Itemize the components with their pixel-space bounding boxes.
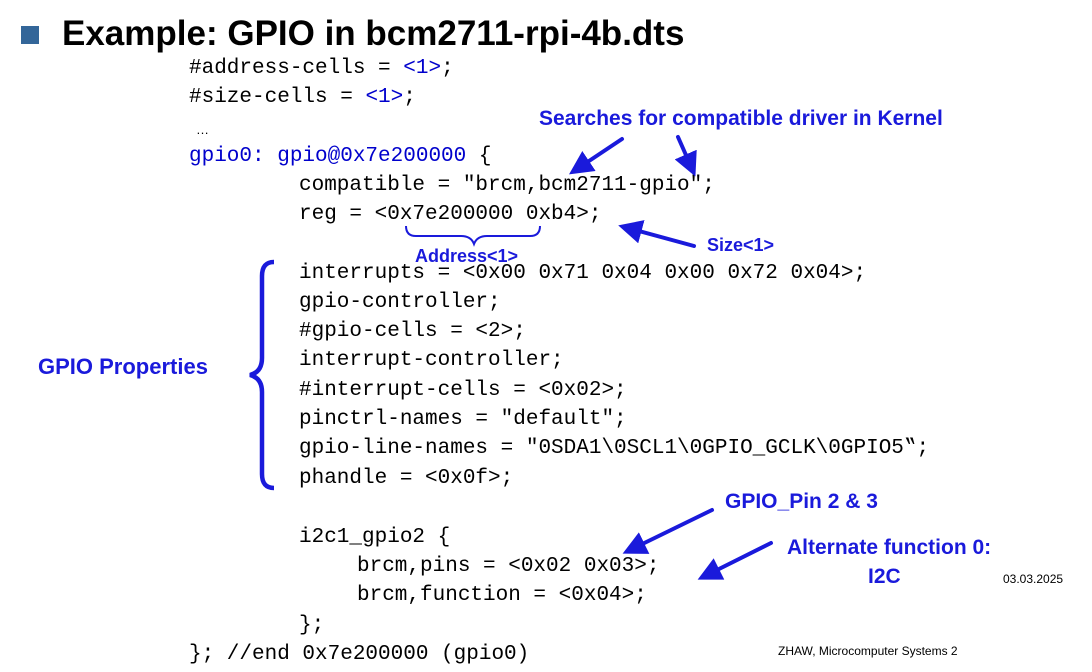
code-line-pinctrl-names: pinctrl-names = "default"; [299, 408, 627, 431]
gpio-node-name: gpio0: gpio@0x7e200000 [189, 145, 467, 168]
code-value: <1> [365, 86, 404, 109]
address-brace [405, 225, 541, 247]
code-line-gpio-cells: #gpio-cells = <2>; [299, 320, 526, 343]
code-semicolon: ; [441, 57, 454, 80]
arrow-compatible-left [569, 137, 624, 175]
annotation-gpio-pin: GPIO_Pin 2 & 3 [725, 490, 878, 513]
code-semicolon: ; [403, 86, 416, 109]
arrow-alt-function [697, 541, 773, 580]
code-line-size-cells: #size-cells = <1>; [189, 86, 416, 110]
code-line-reg: reg = <0x7e200000 0xb4>; [299, 203, 602, 226]
footer-course: ZHAW, Microcomputer Systems 2 [778, 644, 958, 658]
title-bullet [21, 26, 39, 44]
gpio-properties-brace [249, 259, 275, 491]
code-line-interrupts: interrupts = <0x00 0x71 0x04 0x00 0x72 0… [299, 262, 867, 285]
arrow-gpio-pin [622, 508, 714, 554]
annotation-size: Size<1> [707, 235, 775, 255]
arrow-compatible-right [674, 135, 697, 177]
code-line-interrupt-cells: #interrupt-cells = <0x02>; [299, 379, 627, 402]
code-line-brcm-pins: brcm,pins = <0x02 0x03>; [357, 555, 660, 578]
code-value: <1> [403, 57, 442, 80]
annotation-gpio-properties: GPIO Properties [38, 354, 208, 379]
code-line-address-cells: #address-cells = <1>; [189, 57, 454, 81]
code-text: #size-cells = [189, 86, 366, 109]
annotation-searches: Searches for compatible driver in Kernel [539, 107, 943, 130]
code-line-phandle: phandle = <0x0f>; [299, 467, 514, 490]
annotation-alt-function: Alternate function 0: [787, 536, 992, 559]
code-ellipsis: … [196, 122, 209, 137]
slide-title: Example: GPIO in bcm2711-rpi-4b.dts [62, 14, 685, 53]
code-line-i2c1: i2c1_gpio2 { [299, 526, 451, 549]
code-text: #address-cells = [189, 57, 404, 80]
annotation-alt-function-i2c: I2C [868, 565, 901, 588]
code-line-gpio-node: gpio0: gpio@0x7e200000 { [189, 145, 491, 169]
footer-date: 03.03.2025 [1003, 572, 1064, 586]
code-line-gpio-controller: gpio-controller; [299, 291, 501, 314]
code-line-compatible: compatible = "brcm,bcm2711-gpio"; [299, 174, 715, 197]
arrow-size [618, 220, 696, 248]
code-line-gpio-line-names: gpio-line-names = "0SDA1\0SCL1\0GPIO_GCL… [299, 437, 930, 460]
code-line-inner-close: }; [299, 614, 325, 637]
code-line-end: }; //end 0x7e200000 (gpio0) [189, 643, 530, 666]
code-brace-open: { [466, 145, 492, 168]
annotation-address: Address<1> [415, 246, 519, 266]
code-line-interrupt-controller: interrupt-controller; [299, 349, 564, 372]
code-line-brcm-function: brcm,function = <0x04>; [357, 584, 647, 607]
